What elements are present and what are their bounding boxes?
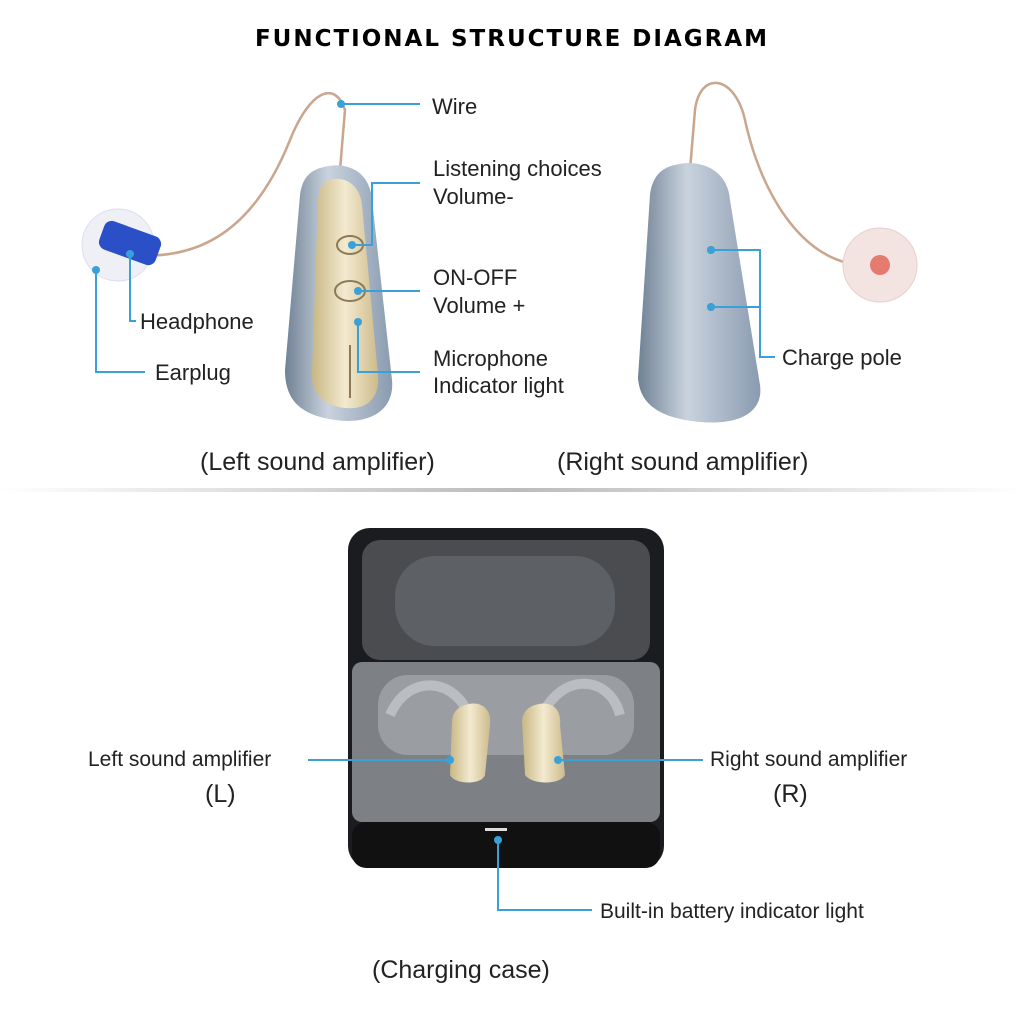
label-wire: Wire: [432, 94, 477, 119]
label-charge-pole: Charge pole: [782, 345, 902, 370]
diagram-title: FUNCTIONAL STRUCTURE DIAGRAM: [255, 26, 769, 52]
left-amplifier-illustration: [81, 91, 393, 421]
label-headphone: Headphone: [140, 309, 254, 334]
left-callouts: [92, 100, 420, 373]
label-listening-choices: Listening choices: [433, 156, 602, 181]
label-indicator-light: Indicator light: [433, 373, 564, 398]
label-earplug: Earplug: [155, 360, 231, 385]
label-volume-plus: Volume +: [433, 293, 525, 318]
caption-right-amplifier: (Right sound amplifier): [557, 448, 809, 476]
label-case-right-tag: (R): [773, 780, 808, 808]
right-amplifier-illustration: [638, 81, 918, 423]
label-case-right-amplifier: Right sound amplifier: [710, 748, 907, 771]
caption-charging-case: (Charging case): [372, 956, 550, 984]
charging-case-illustration: [348, 528, 664, 868]
label-case-left-amplifier: Left sound amplifier: [88, 748, 271, 771]
case-callouts: [308, 756, 703, 911]
label-volume-minus: Volume-: [433, 184, 514, 209]
right-callouts: [707, 246, 775, 358]
caption-left-amplifier: (Left sound amplifier): [200, 448, 435, 476]
label-battery-indicator: Built-in battery indicator light: [600, 900, 864, 923]
headphone-shape: [98, 220, 162, 266]
section-divider: [0, 488, 1024, 492]
label-on-off: ON-OFF: [433, 265, 517, 290]
label-microphone: Microphone: [433, 346, 548, 371]
label-case-left-tag: (L): [205, 780, 236, 808]
